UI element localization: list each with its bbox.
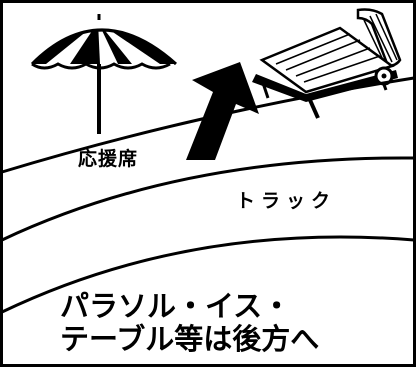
track-inner-line [1, 156, 415, 242]
arrow-up-right-icon [186, 62, 259, 160]
caption-line-2: テーブル等は後方へ [60, 322, 320, 356]
caption-line-1: パラソル・イス・ [60, 289, 292, 323]
stands-boundary-line [1, 76, 415, 174]
stands-label: 応援席 [78, 148, 139, 170]
track-outer-line [1, 235, 415, 314]
track-label: トラック [236, 190, 337, 212]
beach-umbrella-icon [30, 14, 177, 134]
instruction-caption: パラソル・イス・ テーブル等は後方へ [60, 290, 410, 356]
deck-chair-icon [252, 8, 402, 119]
